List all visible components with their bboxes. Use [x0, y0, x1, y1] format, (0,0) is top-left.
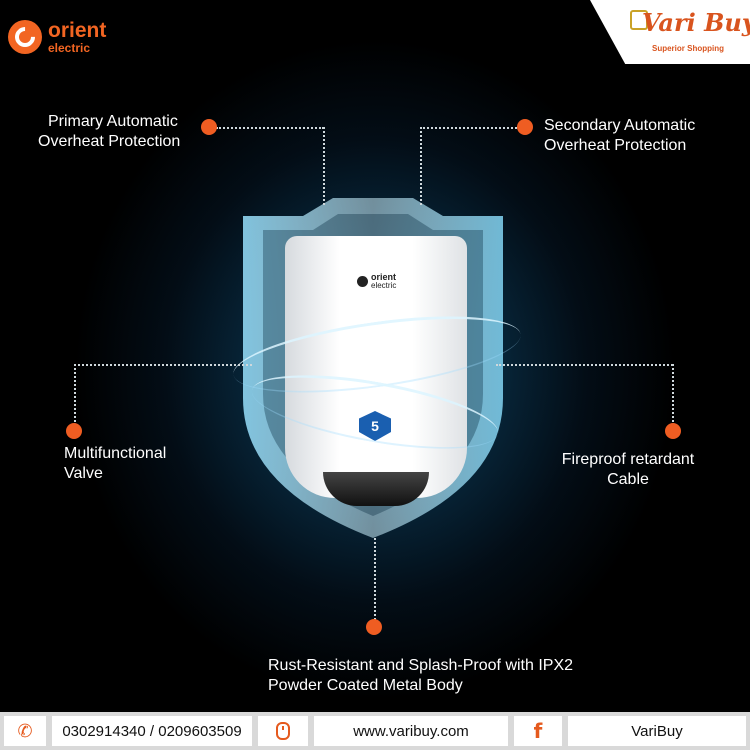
- marker-dot: [665, 423, 681, 439]
- contact-footer: ✆ 0302914340 / 0209603509 www.varibuy.co…: [0, 712, 750, 750]
- orient-brand: orient electric: [8, 20, 106, 54]
- mouse-icon-cell: [258, 716, 308, 746]
- feature-line: Valve: [64, 465, 103, 482]
- leader-line: [672, 364, 674, 430]
- facebook-text: VariBuy: [631, 722, 683, 740]
- leader-line: [323, 127, 325, 205]
- marker-dot: [201, 119, 217, 135]
- website-text: www.varibuy.com: [353, 722, 469, 740]
- heater-logo-name: orient: [371, 272, 397, 282]
- phone-numbers[interactable]: 0302914340 / 0209603509: [52, 716, 252, 746]
- leader-line: [216, 127, 324, 129]
- heater-logo-sub: electric: [371, 281, 397, 290]
- feature-line: Overheat Protection: [38, 133, 181, 150]
- mouse-icon: [276, 722, 290, 740]
- phone-icon: ✆: [17, 720, 33, 741]
- leader-line: [74, 364, 252, 366]
- website-link[interactable]: www.varibuy.com: [314, 716, 508, 746]
- phone-text: 0302914340 / 0209603509: [62, 722, 242, 740]
- feature-primary-overheat: Primary Automatic Overheat Protection: [38, 112, 180, 152]
- feature-line: Secondary Automatic: [544, 117, 696, 134]
- feature-cable: Fireproof retardant Cable: [548, 450, 708, 490]
- leader-line: [420, 127, 520, 129]
- brand-sub: electric: [48, 41, 91, 55]
- brand-name: orient: [48, 19, 107, 42]
- facebook-icon: f: [533, 719, 543, 743]
- feature-valve: Multifunctional Valve: [64, 444, 166, 484]
- leader-line: [374, 538, 376, 624]
- feature-line: Powder Coated Metal Body: [268, 677, 463, 694]
- feature-line: Overheat Protection: [544, 137, 687, 154]
- varibuy-tagline: Superior Shopping: [652, 44, 724, 53]
- feature-body: Rust-Resistant and Splash-Proof with IPX…: [268, 656, 573, 696]
- feature-line: Fireproof retardant: [561, 451, 695, 468]
- varibuy-badge: Vari Buy Superior Shopping: [590, 0, 750, 64]
- phone-icon-cell: ✆: [4, 716, 46, 746]
- facebook-icon-cell: f: [514, 716, 562, 746]
- feature-line: Multifunctional: [64, 445, 167, 462]
- marker-dot: [366, 619, 382, 635]
- leader-line: [74, 364, 76, 430]
- feature-line: Cable: [607, 471, 649, 488]
- orient-logo-icon: [8, 20, 42, 54]
- heater-logo-icon: [357, 276, 368, 287]
- marker-dot: [517, 119, 533, 135]
- leader-line: [496, 364, 673, 366]
- varibuy-logo: Vari Buy: [642, 8, 750, 37]
- feature-line: Primary Automatic: [48, 113, 178, 130]
- shopping-bag-icon: [630, 10, 648, 30]
- facebook-page-link[interactable]: VariBuy: [568, 716, 746, 746]
- feature-line: Rust-Resistant and Splash-Proof with IPX…: [268, 657, 574, 674]
- heater-base: [323, 472, 429, 506]
- leader-line: [420, 127, 422, 205]
- marker-dot: [66, 423, 82, 439]
- feature-secondary-overheat: Secondary Automatic Overheat Protection: [544, 116, 695, 156]
